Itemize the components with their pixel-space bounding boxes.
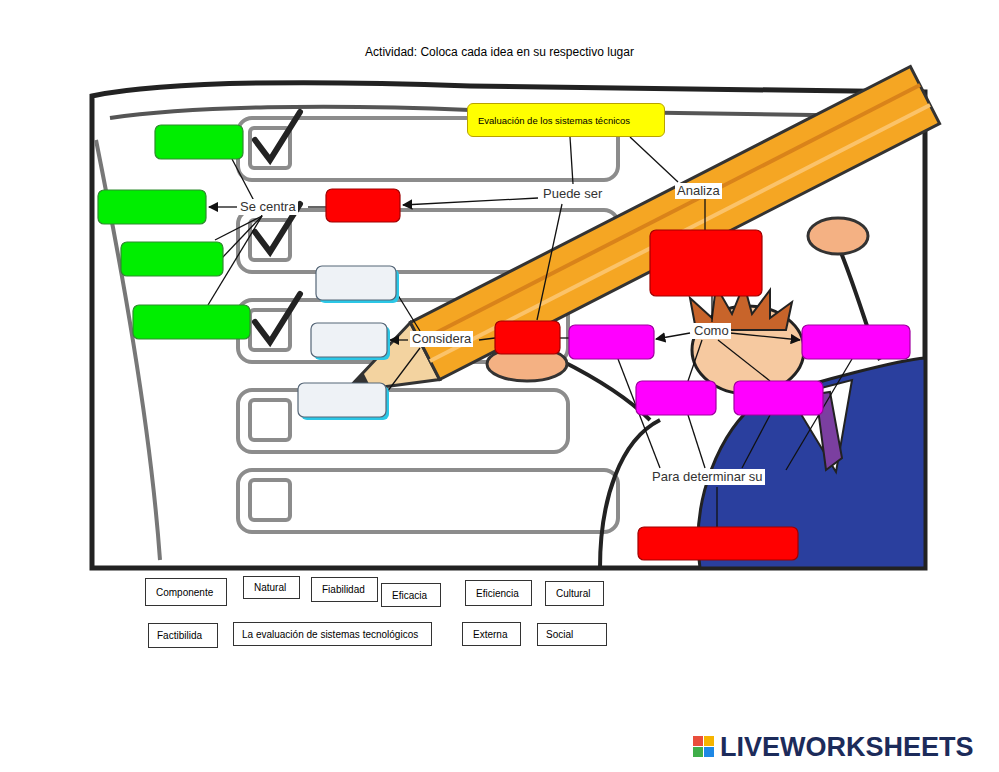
empty-boxes bbox=[98, 125, 910, 560]
leader-lines bbox=[208, 137, 852, 527]
word-box: Fiabilidad bbox=[311, 577, 378, 602]
node-text: Social bbox=[546, 629, 573, 640]
connector-label: Puede ser bbox=[541, 186, 604, 202]
node-text: Fiabilidad bbox=[322, 584, 365, 595]
connector-label: Analiza bbox=[675, 183, 722, 199]
connector-label: Considera bbox=[410, 331, 473, 347]
pencil bbox=[345, 67, 940, 393]
worksheet-title: Actividad: Coloca cada idea en su respec… bbox=[0, 45, 999, 59]
node-text: Cultural bbox=[556, 588, 590, 599]
watermark: LIVEWORKSHEETS bbox=[718, 731, 976, 763]
logo-icon bbox=[693, 736, 714, 757]
topic-box: Evaluación de los sistemas técnicos bbox=[467, 103, 665, 137]
connector-label: Se centra bbox=[238, 199, 298, 215]
node-text: Externa bbox=[473, 629, 507, 640]
node-text: Componente bbox=[156, 587, 213, 598]
word-box: Eficacia bbox=[381, 583, 441, 607]
man-figure bbox=[560, 250, 925, 568]
node-text: Natural bbox=[254, 582, 286, 593]
check-marks bbox=[255, 112, 300, 342]
word-box: Cultural bbox=[545, 581, 604, 606]
word-box: Natural bbox=[243, 576, 300, 599]
word-box: La evaluación de sistemas tecnológicos bbox=[233, 622, 432, 646]
hand bbox=[808, 218, 868, 254]
connector-label: Para determinar su bbox=[650, 469, 765, 485]
node-text: Eficacia bbox=[392, 590, 427, 601]
word-box: Externa bbox=[462, 622, 521, 646]
node-text: Eficiencia bbox=[476, 588, 519, 599]
node-text: La evaluación de sistemas tecnológicos bbox=[242, 629, 418, 640]
word-box: Componente bbox=[145, 578, 227, 606]
node-text: Factibilida bbox=[157, 630, 202, 641]
word-box: Social bbox=[537, 623, 607, 646]
word-box: Eficiencia bbox=[465, 580, 532, 606]
word-box: Factibilida bbox=[148, 623, 218, 648]
node-text: Evaluación de los sistemas técnicos bbox=[478, 115, 630, 126]
connector-label: Como bbox=[692, 323, 731, 339]
